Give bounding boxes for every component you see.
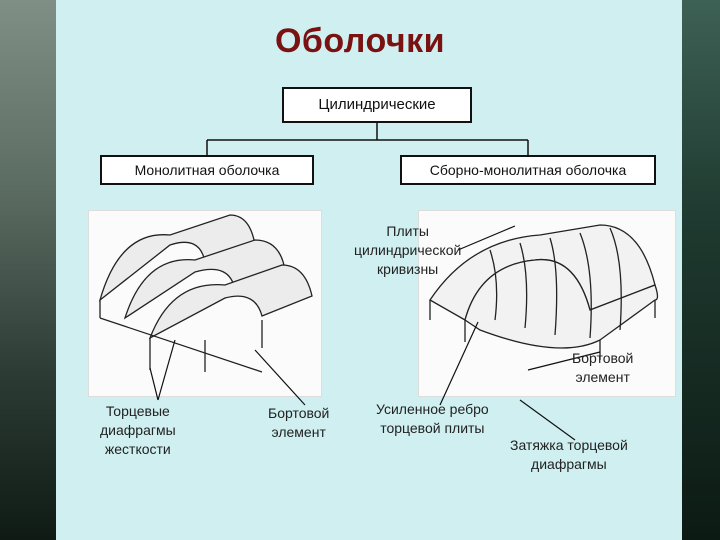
label-edge-element-left: Бортовой элемент <box>268 404 329 442</box>
monolithic-vaults <box>100 215 312 372</box>
label-tie: Затяжка торцевой диафрагмы <box>510 436 628 474</box>
label-reinforced-rib: Усиленное ребро торцевой плиты <box>376 400 489 438</box>
prefab-vault <box>430 225 658 360</box>
label-end-diaphragms: Торцевые диафрагмы жесткости <box>100 402 176 459</box>
label-edge-element-right: Бортовой элемент <box>572 349 633 387</box>
label-plates: Плиты цилиндрической кривизны <box>354 222 461 279</box>
